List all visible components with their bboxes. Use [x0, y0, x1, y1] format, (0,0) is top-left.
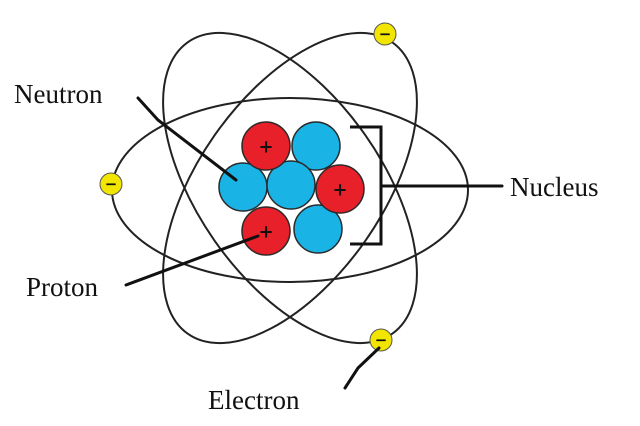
electron-sign: −	[379, 25, 392, 43]
leader-lines	[124, 96, 504, 390]
neutron-label: Neutron	[14, 79, 103, 109]
nucleus	[218, 121, 365, 256]
proton-right	[315, 164, 365, 214]
neutron-top	[291, 121, 341, 171]
electron-leader	[343, 346, 381, 390]
neutron-bottom	[293, 204, 343, 254]
electrons	[99, 22, 397, 352]
nucleus-label: Nucleus	[510, 172, 598, 202]
proton-sign: +	[258, 222, 273, 243]
proton-sign: +	[258, 137, 273, 158]
electron-label: Electron	[208, 385, 300, 415]
electron-sign: −	[375, 331, 388, 349]
proton-label: Proton	[26, 272, 99, 302]
orbit-tilted-left	[162, 31, 418, 345]
electron-sign: −	[105, 175, 118, 193]
electron-bottom	[369, 328, 393, 352]
proton-leader	[124, 234, 260, 287]
proton-bottom	[241, 206, 291, 256]
electron-top-right	[373, 22, 397, 46]
neutron-left	[218, 162, 268, 212]
neutron-center	[266, 160, 316, 210]
electron-left	[99, 172, 123, 196]
proton-top	[241, 121, 291, 171]
neutron-leader	[136, 96, 238, 182]
proton-sign: +	[332, 180, 347, 201]
